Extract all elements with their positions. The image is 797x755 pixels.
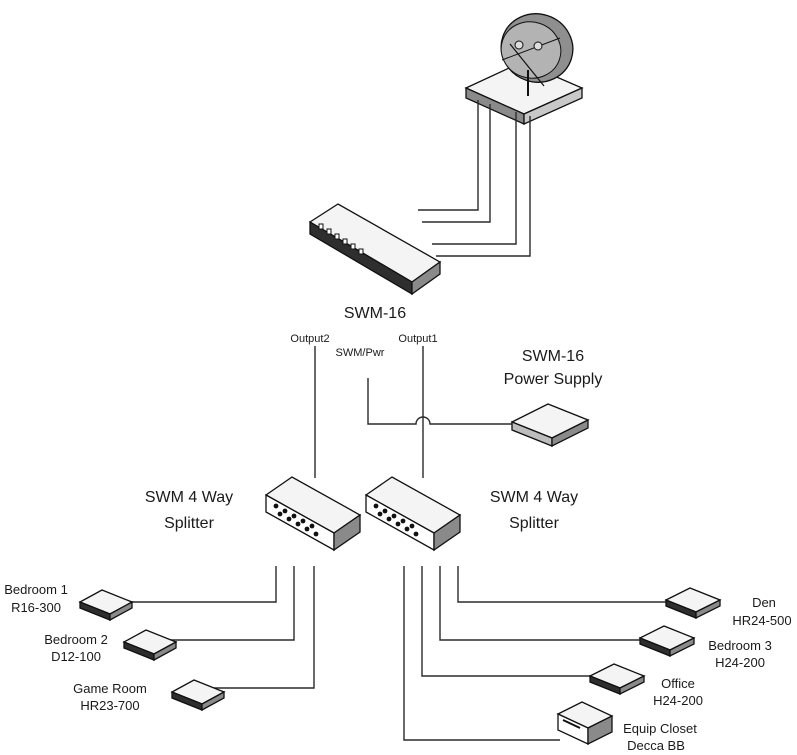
receiver-bedroom1-name: Bedroom 1 bbox=[4, 582, 68, 597]
receiver-office-icon bbox=[588, 663, 646, 696]
receiver-den-icon bbox=[664, 587, 722, 620]
splitter-right-icon bbox=[364, 476, 462, 552]
receiver-bedroom3-icon bbox=[638, 625, 696, 658]
power-cable bbox=[367, 378, 514, 425]
power-supply-icon bbox=[510, 403, 590, 448]
power-supply-label-line1: SWM-16 bbox=[522, 348, 584, 365]
receiver-equip-closet-model: Decca BB bbox=[627, 738, 685, 753]
splitter-right-label-line2: Splitter bbox=[509, 515, 559, 532]
receiver-bedroom2-icon bbox=[122, 629, 178, 662]
receiver-equip-closet-name: Equip Closet bbox=[623, 721, 697, 736]
power-supply-label-line2: Power Supply bbox=[504, 371, 603, 388]
splitter-right-label-line1: SWM 4 Way bbox=[490, 489, 578, 506]
receiver-gameroom-icon bbox=[170, 679, 226, 712]
receiver-den-model: HR24-500 bbox=[732, 613, 791, 628]
receiver-equip-closet-icon bbox=[556, 701, 614, 746]
receiver-gameroom-model: HR23-700 bbox=[80, 698, 139, 713]
output1-label: Output1 bbox=[398, 333, 437, 345]
receiver-gameroom-name: Game Room bbox=[73, 681, 147, 696]
left-splitter-cables bbox=[126, 566, 315, 689]
receiver-bedroom1-icon bbox=[78, 589, 134, 622]
receiver-bedroom3-model: H24-200 bbox=[715, 655, 765, 670]
swm16-switch-icon bbox=[308, 203, 442, 296]
satellite-dish-icon bbox=[464, 13, 584, 126]
right-splitter-cables bbox=[403, 566, 668, 741]
swm-pwr-label: SWM/Pwr bbox=[336, 347, 385, 359]
receiver-office-model: H24-200 bbox=[653, 693, 703, 708]
dish-cables bbox=[418, 100, 531, 257]
receiver-bedroom3-name: Bedroom 3 bbox=[708, 638, 772, 653]
splitter-left-label-line2: Splitter bbox=[164, 515, 214, 532]
splitter-left-label-line1: SWM 4 Way bbox=[145, 489, 233, 506]
swm16-label: SWM-16 bbox=[344, 305, 406, 322]
output2-label: Output2 bbox=[290, 333, 329, 345]
receiver-bedroom2-model: D12-100 bbox=[51, 649, 101, 664]
receiver-den-name: Den bbox=[752, 595, 776, 610]
receiver-bedroom2-name: Bedroom 2 bbox=[44, 632, 108, 647]
receiver-office-name: Office bbox=[661, 676, 695, 691]
splitter-left-icon bbox=[264, 476, 362, 552]
receiver-bedroom1-model: R16-300 bbox=[11, 600, 61, 615]
